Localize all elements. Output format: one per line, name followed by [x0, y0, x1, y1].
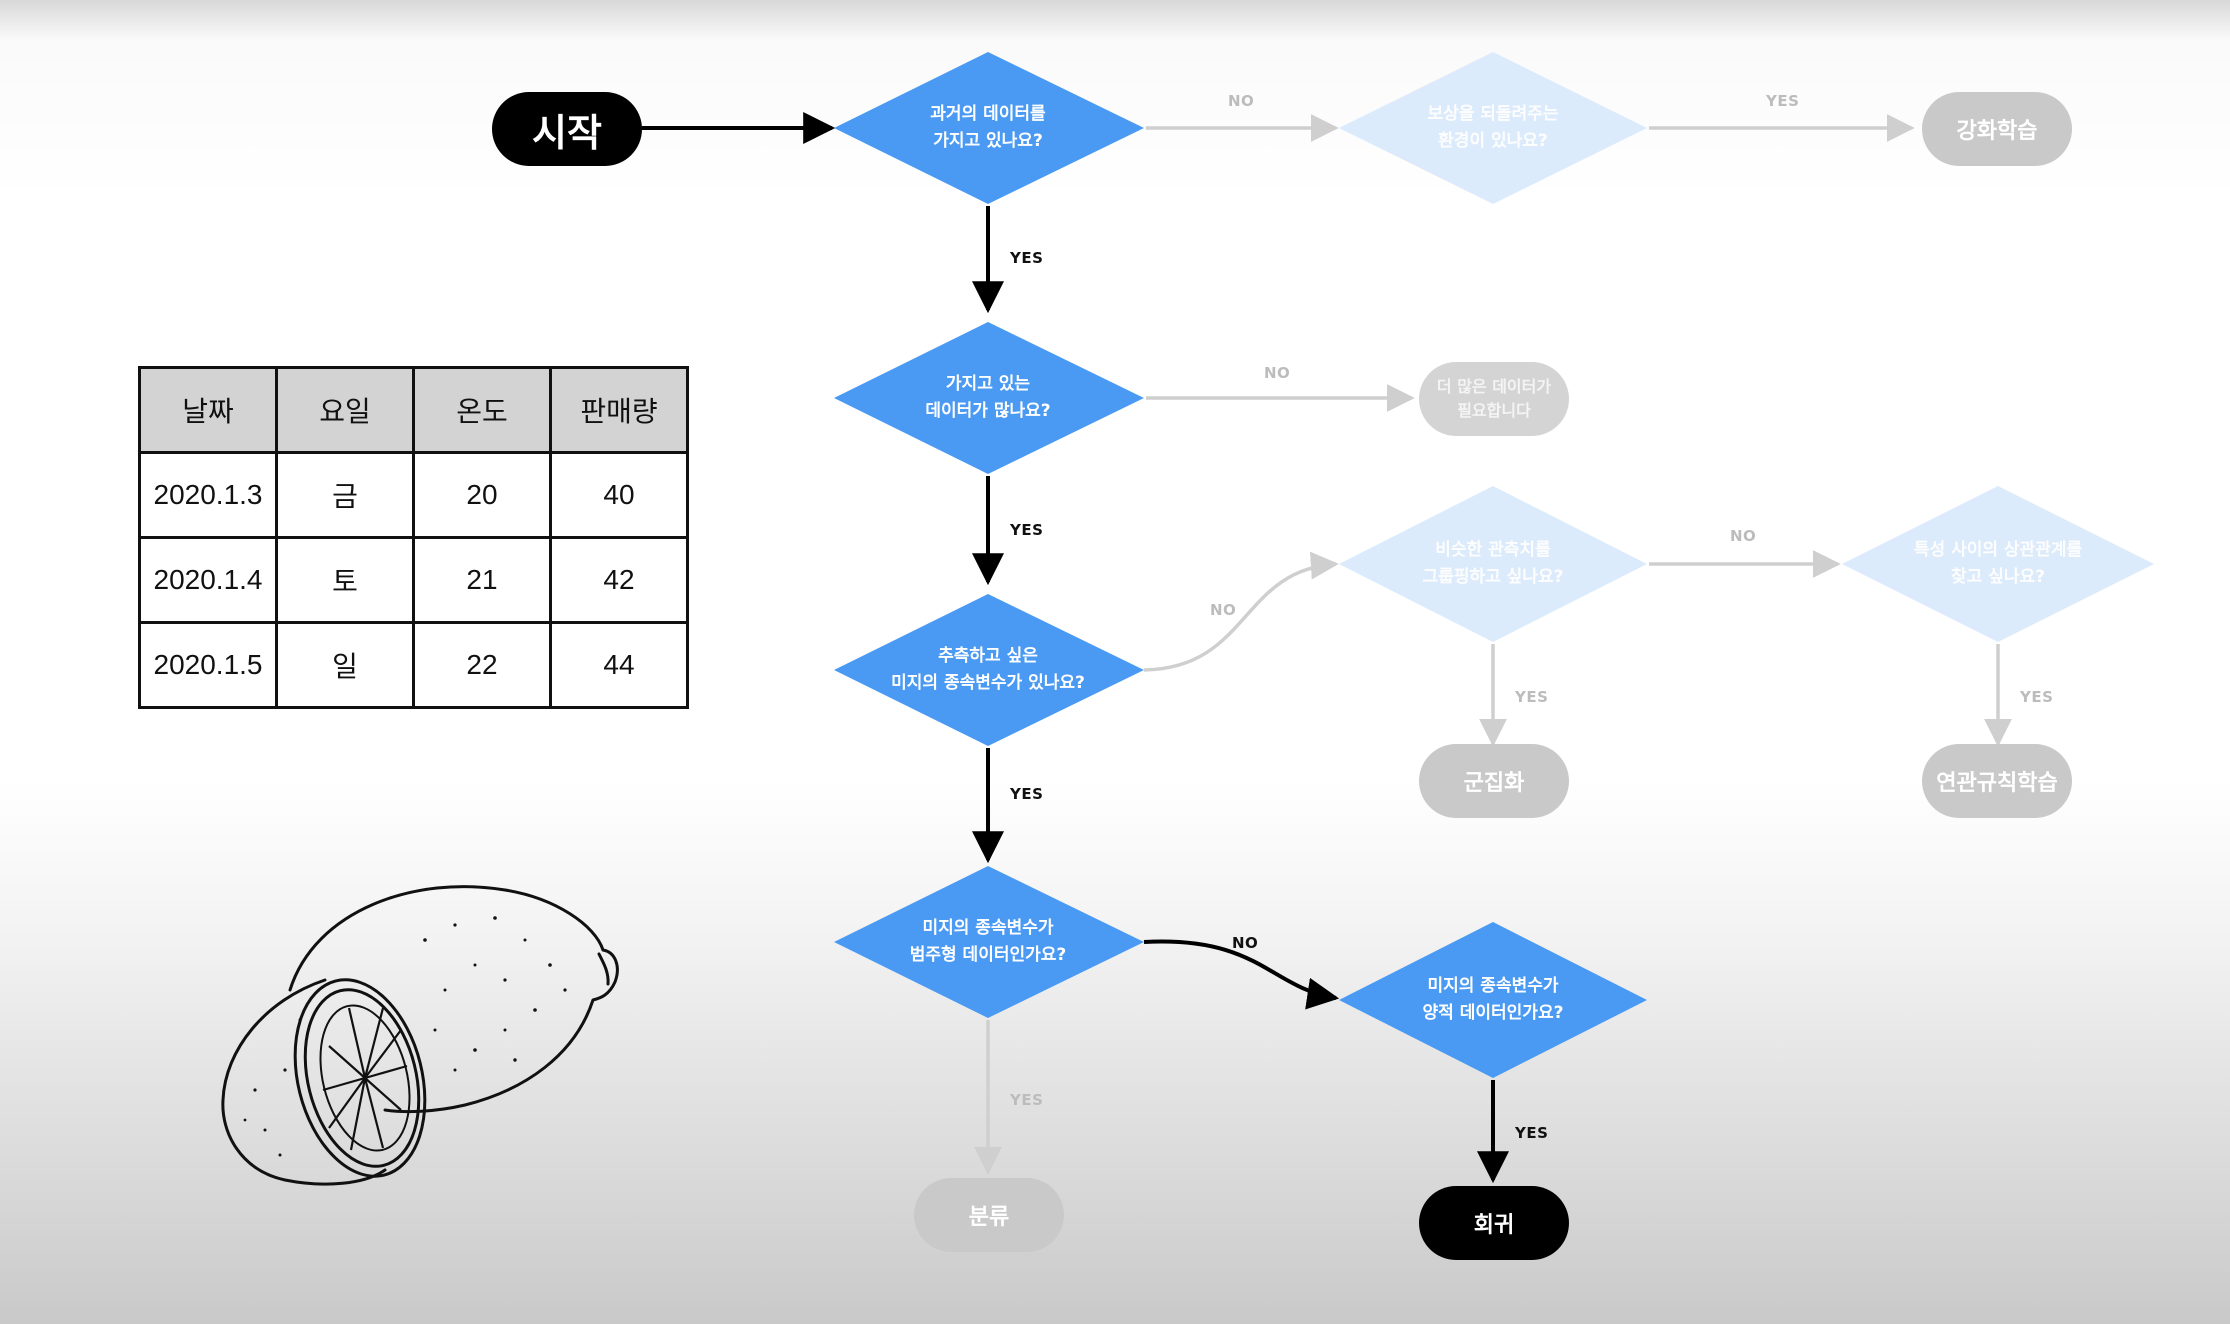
cell-weekday: 일 — [275, 621, 415, 709]
decision-unknown-target: 추측하고 싶은 미지의 종속변수가 있나요? — [891, 646, 1085, 693]
cell-temperature: 20 — [412, 451, 552, 539]
lemon-illustration — [221, 885, 619, 1186]
decision-reward-env: 보상을 되돌려주는 환경이 있나요? — [1427, 104, 1559, 151]
diamond-unknown-target-shape — [834, 594, 1144, 746]
header-date: 날짜 — [138, 366, 278, 454]
header-weekday: 요일 — [275, 366, 415, 454]
diamond-feature-corr-shape — [1842, 486, 2154, 642]
decision-feature-corr: 특성 사이의 상관관계를 찾고 싶나요? — [1913, 540, 2083, 587]
result-need-more-data: 더 많은 데이터가 필요합니다 — [1419, 362, 1569, 436]
decision-categorical: 미지의 종속변수가 범주형 데이터인가요? — [909, 918, 1067, 965]
cell-weekday: 금 — [275, 451, 415, 539]
label-enough-yes: YES — [1010, 521, 1044, 539]
label-categorical-yes: YES — [1010, 1091, 1044, 1109]
half-lemon-outline — [221, 978, 387, 1186]
label-quant-yes: YES — [1515, 1124, 1549, 1142]
cell-date: 2020.1.4 — [138, 536, 278, 624]
table-row: 2020.1.4 토 21 42 — [138, 536, 689, 624]
start-node: 시작 — [492, 92, 642, 166]
label-unknown-no: NO — [1210, 601, 1237, 619]
cell-weekday: 토 — [275, 536, 415, 624]
decision-past-data: 과거의 데이터를 가지고 있나요? — [930, 104, 1046, 151]
cell-temperature: 21 — [412, 536, 552, 624]
diamond-past-data-shape — [834, 52, 1144, 204]
diamond-reward-env-shape — [1339, 52, 1647, 204]
sales-data-table: 날짜 요일 온도 판매량 2020.1.3 금 20 40 2020.1.4 토… — [138, 366, 689, 709]
cell-sales: 44 — [549, 621, 689, 709]
decision-enough-data: 가지고 있는 데이터가 많나요? — [925, 374, 1051, 421]
table-header-row: 날짜 요일 온도 판매량 — [138, 366, 689, 454]
cell-date: 2020.1.5 — [138, 621, 278, 709]
label-categorical-no: NO — [1232, 934, 1259, 952]
label-group-no: NO — [1730, 527, 1757, 545]
result-classification: 분류 — [914, 1178, 1064, 1252]
label-unknown-yes: YES — [1010, 785, 1044, 803]
arrow-unknown-no — [1143, 551, 1339, 672]
label-enough-no: NO — [1264, 364, 1291, 382]
diamond-enough-data-shape — [834, 322, 1144, 474]
label-group-yes: YES — [1515, 688, 1549, 706]
cell-sales: 40 — [549, 451, 689, 539]
label-past-yes: YES — [1010, 249, 1044, 267]
arrow-categorical-no — [1143, 939, 1340, 1010]
header-temperature: 온도 — [412, 366, 552, 454]
cell-date: 2020.1.3 — [138, 451, 278, 539]
result-reinforcement-learning: 강화학습 — [1922, 92, 2072, 166]
cell-sales: 42 — [549, 536, 689, 624]
table-row: 2020.1.5 일 22 44 — [138, 621, 689, 709]
diamond-group-obs-shape — [1339, 486, 1647, 642]
result-association-rules: 연관규칙학습 — [1922, 744, 2072, 818]
whole-lemon-outline — [288, 885, 619, 1114]
cell-temperature: 22 — [412, 621, 552, 709]
result-regression: 회귀 — [1419, 1186, 1569, 1260]
diamond-categorical-shape — [834, 866, 1144, 1018]
label-corr-yes: YES — [2020, 688, 2054, 706]
decision-quantitative: 미지의 종속변수가 양적 데이터인가요? — [1422, 976, 1564, 1023]
decision-group-obs: 비슷한 관측치를 그룹핑하고 싶나요? — [1422, 540, 1564, 587]
table-row: 2020.1.3 금 20 40 — [138, 451, 689, 539]
label-past-no: NO — [1228, 92, 1255, 110]
header-sales: 판매량 — [549, 366, 689, 454]
diamond-quantitative-shape — [1339, 922, 1647, 1078]
label-reward-yes: YES — [1766, 92, 1800, 110]
result-clustering: 군집화 — [1419, 744, 1569, 818]
